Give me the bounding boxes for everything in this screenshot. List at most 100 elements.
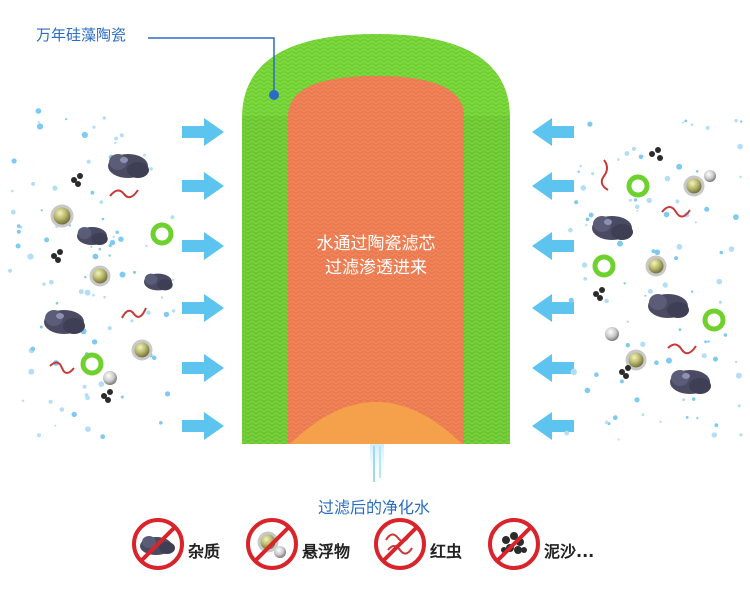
water-droplet [8,268,12,273]
water-droplet [15,243,21,249]
water-droplet [612,415,618,421]
water-droplet [646,197,652,204]
suspended-particle [50,204,74,228]
water-droplet [740,120,743,123]
water-droplet [54,424,57,427]
legend-label-silt: 泥沙... [544,542,595,561]
water-droplet [585,217,590,222]
water-droplet [591,172,595,176]
water-droplet [11,158,17,164]
impurity-clump [670,370,711,394]
water-droplet [159,421,163,425]
water-droplet [86,159,91,164]
water-droplet [102,116,107,120]
water-droplet [619,379,624,384]
water-droplet [737,143,743,150]
red-worm [109,189,139,199]
water-droplet [594,372,599,378]
water-droplet [684,119,688,123]
water-droplet [728,246,735,252]
water-droplet [35,108,42,114]
ceramic-callout [148,37,279,100]
water-droplet [625,343,630,348]
water-droplet [659,420,662,423]
arrow-left-icon [532,232,574,260]
green-particle [150,222,174,246]
water-droplet [36,123,44,130]
suspended-matter-icon [246,518,298,570]
water-droplet [654,360,659,366]
water-droplet [737,404,741,408]
suspended-particle [704,170,716,182]
water-droplet [690,290,694,293]
red-worm [661,206,691,218]
water-droplet [682,121,685,124]
suspended-particle [645,255,667,277]
water-droplet [631,146,637,151]
water-droplet [624,151,630,156]
green-particle [702,308,726,332]
water-droplet [133,270,136,274]
water-droplet [119,133,124,138]
water-droplet [55,301,59,305]
water-droplet [84,393,89,398]
suspended-particle [625,349,647,371]
water-droplet [59,407,65,412]
water-droplet [580,185,587,191]
water-droplet [574,200,579,205]
water-droplet [564,430,570,436]
water-droplet [42,282,46,286]
water-droplet [100,434,106,440]
water-droplet [641,413,645,416]
impurity-clump [144,273,173,291]
contaminants-left [44,154,174,403]
red-worm [600,159,609,191]
water-droplet [119,271,126,278]
water-droplet [690,123,694,126]
water-droplet [103,295,106,299]
water-droplet [143,153,146,157]
impurity-icon [132,518,184,570]
core-label-line1: 水通过陶瓷滤芯 [316,234,436,254]
impurity-clump [44,310,85,334]
legend-label-impurity: 杂质 [188,542,221,561]
water-droplet [71,411,77,418]
water-droplet [98,381,105,387]
water-droplet [114,141,117,144]
water-droplet [604,420,609,425]
water-droplet [149,167,153,171]
purified-water-stream [370,444,384,484]
contaminants-right [592,147,726,394]
suspended-particle [103,371,117,385]
impurity-clump [108,154,149,178]
water-droplet [151,355,157,361]
water-droplet [28,368,35,375]
water-droplet [568,227,573,233]
water-droplet [145,244,148,248]
suspended-particle [89,265,111,287]
green-particle [592,254,616,278]
water-droplet [114,136,118,141]
water-droplet [640,341,646,347]
water-droplet [165,391,171,397]
water-droplet [739,433,743,437]
water-droplet [629,198,632,202]
inflow-arrows-left [182,118,224,440]
water-droplet [583,277,588,281]
purified-water-label: 过滤后的净化水 [318,498,431,517]
water-droplet [636,209,639,212]
red-worm [121,307,147,319]
arrow-right-icon [182,294,224,322]
water-droplet [663,211,670,218]
water-droplet [37,121,40,124]
water-droplet [678,328,682,331]
water-droplet [617,240,623,247]
water-droplet [39,325,43,329]
water-droplet [719,250,724,255]
water-droplet [78,289,84,295]
water-droplet [695,170,699,173]
core-bottom-dome [290,402,462,444]
water-droplet [37,433,41,438]
water-droplet [718,300,723,304]
water-droplet [130,319,134,323]
